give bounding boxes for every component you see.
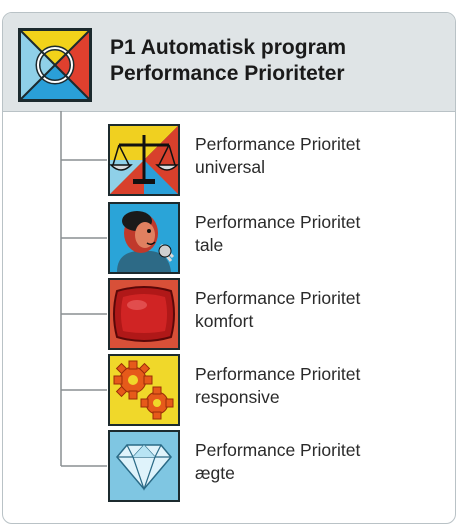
- program-title: P1 Automatisk program Performance Priori…: [110, 35, 346, 87]
- list-item-label: Performance Prioritet responsive: [195, 363, 360, 409]
- list-item-responsive[interactable]: Performance Prioritet responsive: [3, 353, 455, 429]
- list-item-label: Performance Prioritet universal: [195, 133, 360, 179]
- item-title: Performance Prioritet: [195, 440, 361, 460]
- balance-scale-icon: [108, 124, 180, 196]
- speaking-person-icon: [108, 202, 180, 274]
- program-panel: P1 Automatisk program Performance Priori…: [2, 12, 456, 524]
- item-subtitle: tale: [195, 235, 224, 255]
- list-item-aegte[interactable]: Performance Prioritet ægte: [3, 429, 455, 505]
- program-title-line2: Performance Prioriteter: [110, 62, 345, 85]
- list-item-komfort[interactable]: Performance Prioritet komfort: [3, 277, 455, 353]
- item-subtitle: ægte: [195, 463, 235, 483]
- gears-icon: [108, 354, 180, 426]
- program-title-line1: P1 Automatisk program: [110, 36, 347, 59]
- diamond-icon: [108, 430, 180, 502]
- list-item-label: Performance Prioritet ægte: [195, 439, 360, 485]
- item-title: Performance Prioritet: [195, 212, 361, 232]
- item-title: Performance Prioritet: [195, 134, 361, 154]
- item-title: Performance Prioritet: [195, 364, 361, 384]
- item-subtitle: responsive: [195, 387, 280, 407]
- list-item-tale[interactable]: Performance Prioritet tale: [3, 201, 455, 277]
- list-item-label: Performance Prioritet komfort: [195, 287, 360, 333]
- list-item-label: Performance Prioritet tale: [195, 211, 360, 257]
- program-selector-icon: [18, 28, 92, 102]
- tree-connector-lines: [60, 111, 107, 467]
- item-subtitle: universal: [195, 157, 266, 177]
- list-item-universal[interactable]: Performance Prioritet universal: [3, 123, 455, 199]
- item-title: Performance Prioritet: [195, 288, 361, 308]
- item-subtitle: komfort: [195, 311, 254, 331]
- program-header: P1 Automatisk program Performance Priori…: [3, 13, 455, 112]
- cushion-icon: [108, 278, 180, 350]
